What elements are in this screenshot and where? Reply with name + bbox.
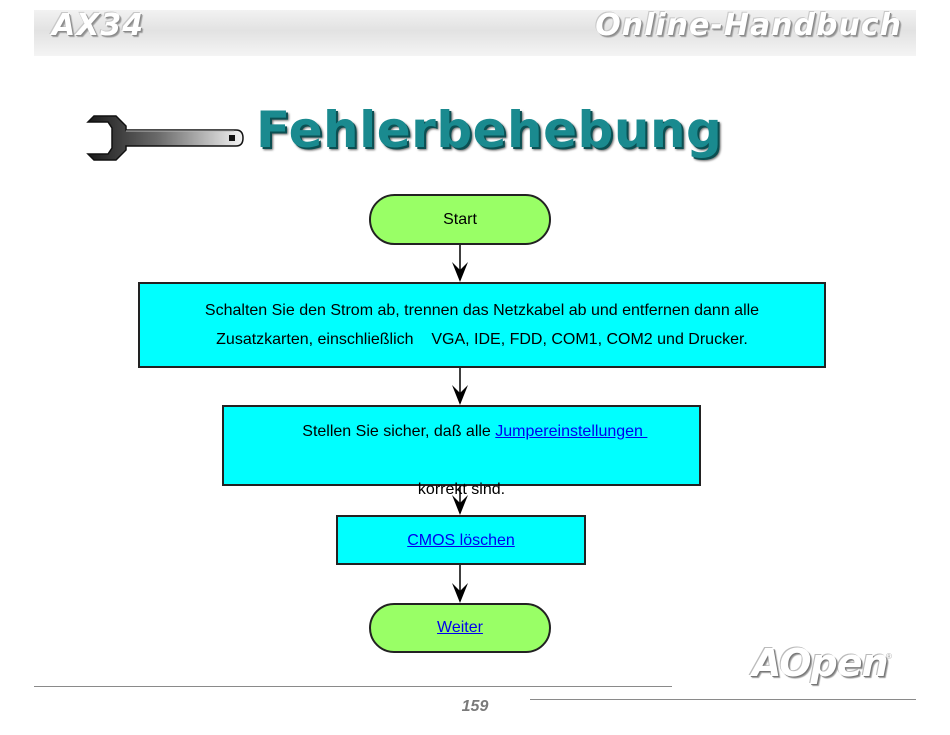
aopen-logo: AOpen: [752, 641, 889, 685]
header-manual-title: Online-Handbuch: [595, 8, 902, 43]
flowchart-step-jumpers: Stellen Sie sicher, daß alle Jumpereinst…: [222, 405, 701, 498]
next-link[interactable]: Weiter: [437, 619, 483, 636]
flowchart-step-power-off: Schalten Sie den Strom ab, trennen das N…: [138, 282, 826, 368]
footer-divider-left: [34, 686, 672, 687]
wrench-icon: [86, 115, 244, 161]
step1-line1: Schalten Sie den Strom ab, trennen das N…: [204, 302, 760, 319]
flowchart-end-node: Weiter: [369, 603, 551, 653]
step2-text: Stellen Sie sicher, daß alle: [302, 422, 496, 440]
jumper-settings-link[interactable]: Jumpereinstellungen: [495, 422, 648, 440]
clear-cmos-link[interactable]: CMOS löschen: [407, 531, 515, 549]
step1-line2: Zusatzkarten, einschließlich VGA, IDE, F…: [216, 331, 748, 348]
flowchart-step-cmos: CMOS löschen: [336, 515, 586, 565]
header-bar: [34, 10, 916, 56]
step2-suffix: korrekt sind.: [417, 480, 506, 498]
registered-mark: ®: [886, 652, 892, 661]
page-number: 159: [461, 698, 489, 715]
header-model-title: AX34: [52, 8, 145, 43]
page-title: Fehlerbehebung: [256, 101, 723, 159]
start-label: Start: [443, 210, 477, 228]
flowchart-start-node: Start: [369, 194, 551, 245]
footer-divider-right: [530, 699, 916, 700]
